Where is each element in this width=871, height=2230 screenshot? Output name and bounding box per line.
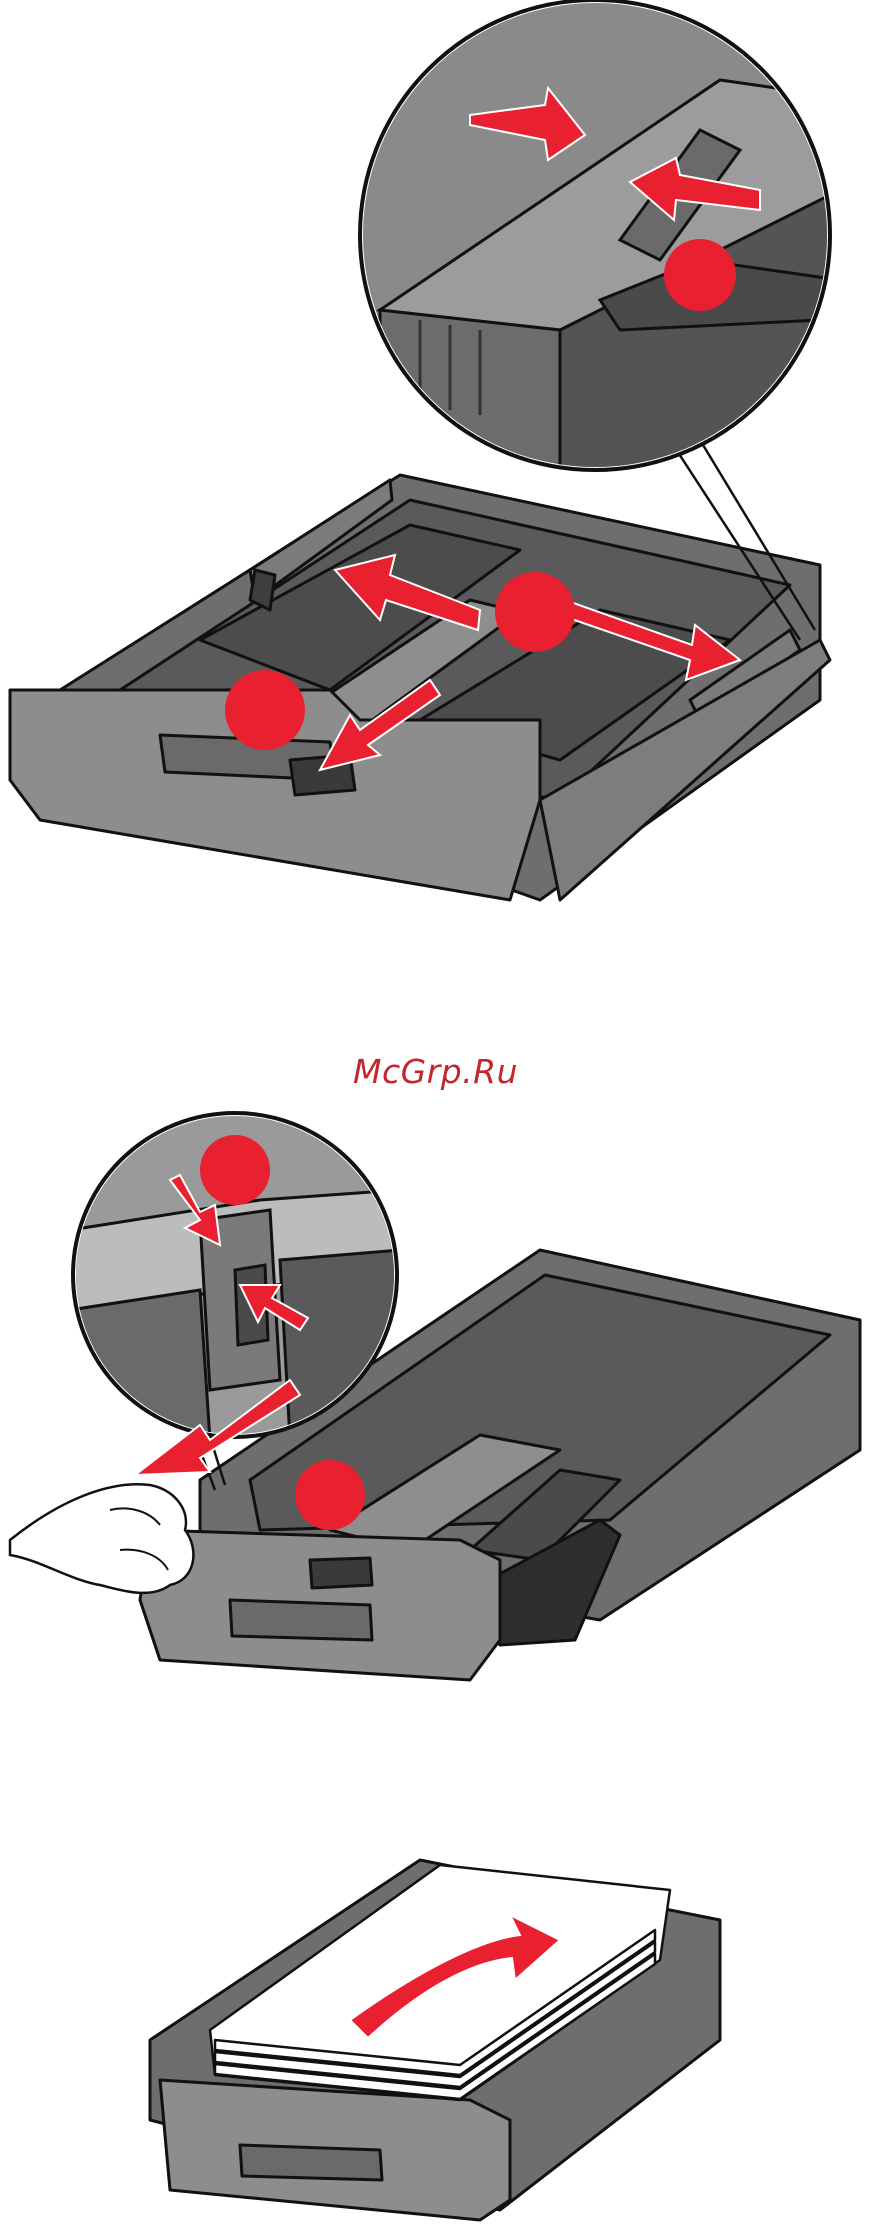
hand-icon bbox=[10, 1484, 193, 1593]
paper-guide-adjust-illustration bbox=[0, 0, 871, 950]
tray-extend-illustration bbox=[0, 1080, 871, 1760]
load-paper-illustration bbox=[0, 1780, 871, 2230]
